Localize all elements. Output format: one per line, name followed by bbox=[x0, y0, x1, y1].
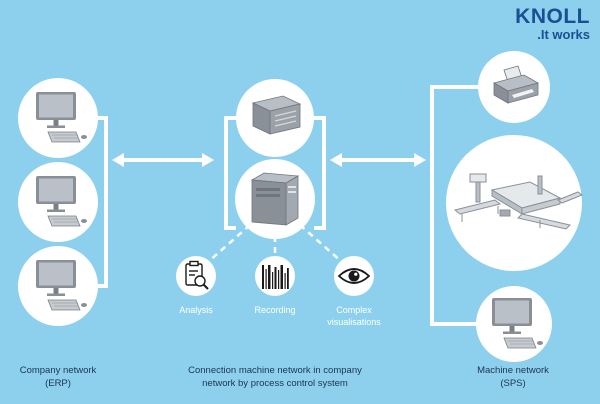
control-server-unit bbox=[236, 79, 314, 157]
company-pc-1 bbox=[18, 78, 98, 158]
machine-conveyor bbox=[446, 135, 584, 271]
machine-printer bbox=[478, 51, 550, 123]
visualisation-node bbox=[334, 256, 374, 296]
machine-network-caption-line2: (SPS) bbox=[500, 377, 526, 389]
connection-caption-line2: network by process control system bbox=[202, 377, 348, 389]
company-pc-2 bbox=[18, 162, 98, 242]
brand-name: KNOLL bbox=[515, 5, 590, 28]
conveyor-machine-icon bbox=[453, 173, 584, 230]
connection-caption-line1: Connection machine network in company bbox=[188, 365, 362, 376]
company-network-caption-line2: (ERP) bbox=[45, 377, 71, 389]
eye-icon bbox=[337, 268, 371, 284]
analysis-node bbox=[176, 256, 216, 296]
printer-icon bbox=[492, 65, 540, 104]
recording-label: Recording bbox=[254, 305, 296, 315]
dashed-connectors bbox=[207, 224, 343, 263]
machine-network-caption-line1: Machine network bbox=[477, 365, 549, 376]
machine-network-caption: Machine network (SPS) bbox=[458, 365, 568, 390]
connector-lines bbox=[98, 85, 478, 326]
machine-bracket bbox=[430, 85, 478, 326]
company-pc-3 bbox=[18, 246, 98, 326]
company-network-caption: Company network (ERP) bbox=[6, 365, 110, 390]
analysis-label: Analysis bbox=[179, 305, 213, 315]
control-tower-server bbox=[235, 159, 315, 239]
double-arrows bbox=[112, 153, 426, 167]
recording-barcode-icon bbox=[262, 265, 289, 289]
server-unit-icon bbox=[251, 95, 302, 135]
connection-caption: Connection machine network in company ne… bbox=[160, 365, 390, 390]
tower-server-icon bbox=[250, 172, 300, 226]
analysis-clipboard-icon bbox=[185, 260, 209, 290]
recording-node bbox=[255, 256, 295, 296]
company-network-caption-line1: Company network bbox=[19, 365, 97, 376]
visualisation-label-line2: visualisations bbox=[327, 317, 381, 327]
brand-logo: KNOLL .It works bbox=[515, 6, 590, 42]
machine-pc bbox=[476, 286, 552, 362]
control-bracket-left bbox=[224, 116, 236, 230]
company-bracket bbox=[98, 116, 108, 288]
brand-tagline: .It works bbox=[537, 27, 590, 42]
visualisation-label-line1: Complex bbox=[336, 305, 372, 315]
visualisation-label: Complex visualisations bbox=[314, 304, 394, 328]
control-bracket-right bbox=[314, 116, 326, 230]
